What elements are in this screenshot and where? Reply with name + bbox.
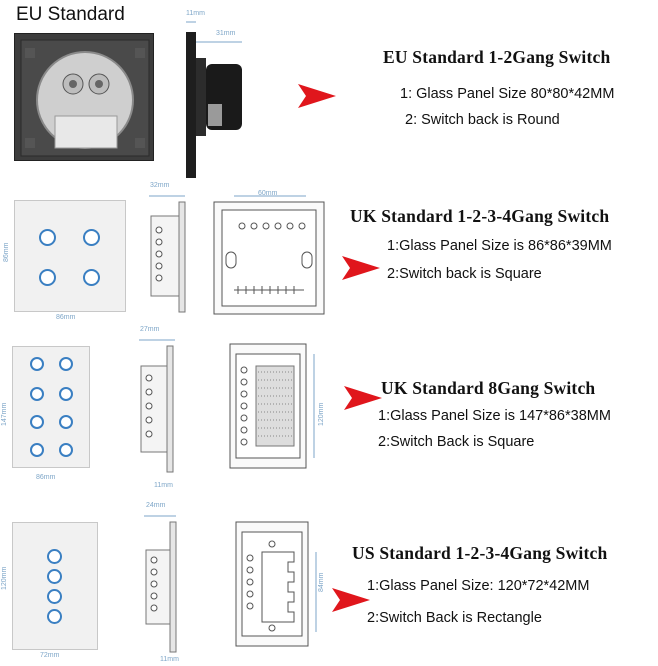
us-back-dimension: 84mm bbox=[318, 572, 325, 592]
eu-side-profile-drawing bbox=[186, 21, 242, 178]
uk8-button-4 bbox=[59, 387, 73, 401]
us-back-view-drawing bbox=[235, 521, 317, 647]
eu-standard-label: EU Standard bbox=[16, 4, 125, 25]
us-button-4 bbox=[47, 609, 62, 624]
us-height-dimension: 120mm bbox=[1, 566, 8, 590]
uk4-back-dimension: 60mm bbox=[258, 190, 278, 197]
uk8-front-panel bbox=[12, 346, 90, 468]
uk8-width-dimension: 86mm bbox=[36, 474, 56, 481]
us-line-2: 2:Switch Back is Rectangle bbox=[367, 610, 542, 626]
uk4-side-dimension: 32mm bbox=[150, 182, 170, 189]
uk8-button-1 bbox=[30, 357, 44, 371]
uk8-side-profile-drawing bbox=[139, 339, 175, 473]
uk8-side-dimension: 27mm bbox=[140, 326, 160, 333]
uk4-button-1 bbox=[39, 229, 56, 246]
uk4-front-panel bbox=[14, 200, 126, 312]
eu-arrow-icon bbox=[298, 84, 336, 108]
us-side-dimension: 24mm bbox=[146, 502, 166, 509]
uk4-side-profile-drawing bbox=[149, 195, 186, 313]
uk4-line-2: 2:Switch back is Square bbox=[387, 266, 542, 282]
uk4-back-view-drawing bbox=[213, 195, 325, 315]
eu-line-2: 2: Switch back is Round bbox=[405, 112, 560, 128]
uk8-line-1: 1:Glass Panel Size is 147*86*38MM bbox=[378, 408, 611, 424]
uk8-button-5 bbox=[30, 415, 44, 429]
uk8-button-3 bbox=[30, 387, 44, 401]
uk4-button-3 bbox=[39, 269, 56, 286]
us-width-dimension: 72mm bbox=[40, 652, 60, 659]
uk8-bottom-dimension: 11mm bbox=[154, 482, 173, 489]
us-bottom-dimension: 11mm bbox=[160, 656, 179, 663]
us-button-2 bbox=[47, 569, 62, 584]
us-arrow-icon bbox=[332, 588, 370, 612]
us-front-panel bbox=[12, 522, 98, 650]
uk8-button-2 bbox=[59, 357, 73, 371]
eu-switch-back-drawing bbox=[20, 39, 150, 157]
uk8-title: UK Standard 8Gang Switch bbox=[381, 378, 596, 398]
uk8-arrow-icon bbox=[344, 386, 382, 410]
uk4-width-dimension: 86mm bbox=[56, 314, 76, 321]
eu-line-1: 1: Glass Panel Size 80*80*42MM bbox=[400, 86, 615, 102]
eu-depth-dimension: 11mm bbox=[186, 10, 205, 17]
uk4-arrow-icon bbox=[342, 256, 380, 280]
uk4-height-dimension: 86mm bbox=[3, 242, 10, 262]
us-button-1 bbox=[47, 549, 62, 564]
eu-back-dimension: 31mm bbox=[216, 30, 236, 37]
uk4-button-2 bbox=[83, 229, 100, 246]
uk8-height-dimension: 147mm bbox=[1, 402, 8, 426]
eu-switch-back-photo bbox=[14, 33, 154, 161]
uk8-line-2: 2:Switch Back is Square bbox=[378, 434, 535, 450]
us-side-profile-drawing bbox=[144, 515, 177, 653]
us-button-3 bbox=[47, 589, 62, 604]
uk8-button-8 bbox=[59, 443, 73, 457]
uk8-back-dimension: 120mm bbox=[318, 402, 325, 426]
uk8-button-6 bbox=[59, 415, 73, 429]
us-title: US Standard 1-2-3-4Gang Switch bbox=[352, 543, 608, 563]
uk4-button-4 bbox=[83, 269, 100, 286]
uk4-title: UK Standard 1-2-3-4Gang Switch bbox=[350, 206, 610, 226]
us-line-1: 1:Glass Panel Size: 120*72*42MM bbox=[367, 578, 590, 594]
uk8-back-view-drawing bbox=[229, 343, 315, 469]
uk4-line-1: 1:Glass Panel Size is 86*86*39MM bbox=[387, 238, 612, 254]
uk8-button-7 bbox=[30, 443, 44, 457]
eu-title: EU Standard 1-2Gang Switch bbox=[383, 47, 611, 67]
